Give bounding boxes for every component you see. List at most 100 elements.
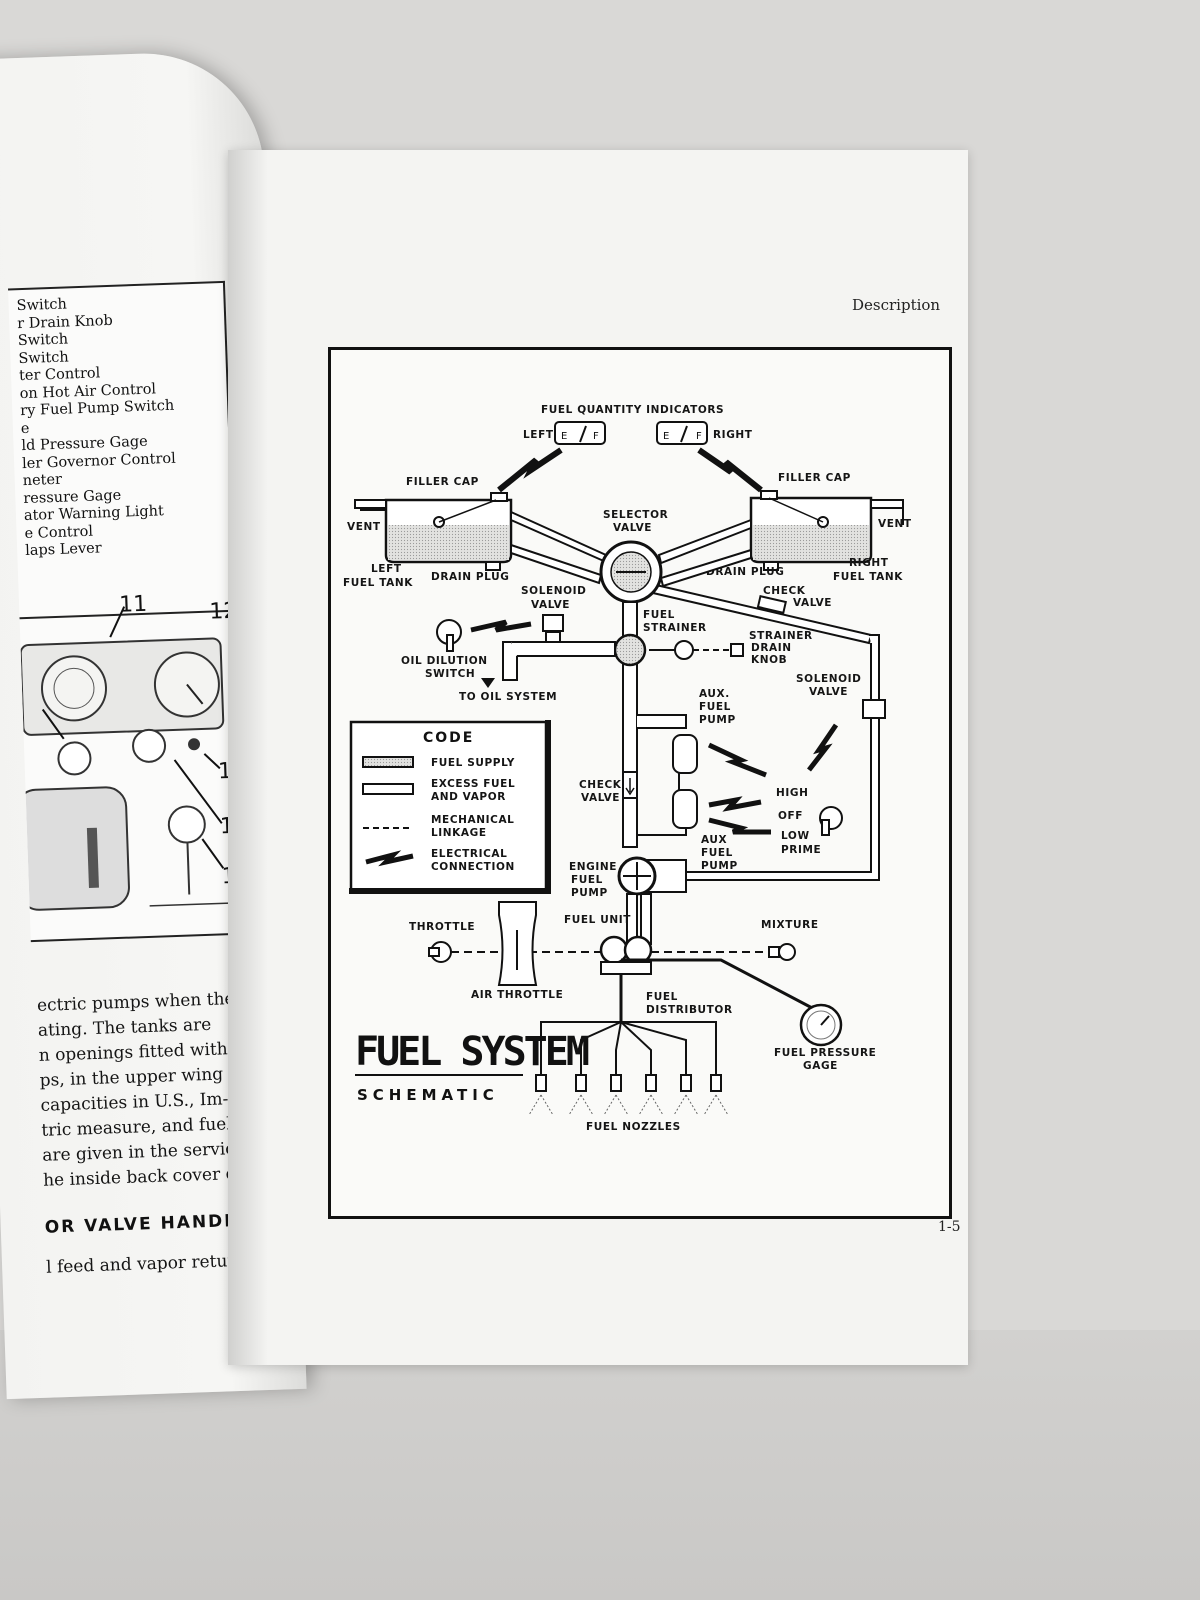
aux-fuel-pump-top-label: AUX.: [699, 688, 730, 700]
svg-text:CONNECTION: CONNECTION: [431, 861, 515, 873]
solenoid-valve-left-icon: [542, 614, 564, 632]
svg-text:E: E: [663, 431, 669, 442]
body-text-line: tric measure, and fuel: [41, 1114, 233, 1141]
electrical-connection-icon: [697, 447, 763, 493]
body-text-line: are given in the servic-: [41, 1138, 241, 1166]
svg-text:F: F: [593, 431, 599, 442]
body-text-line: ating. The tanks are: [37, 1014, 212, 1041]
figure-subtitle: SCHEMATIC: [357, 1086, 499, 1104]
svg-text:PUMP: PUMP: [701, 860, 738, 872]
svg-text:FUEL: FUEL: [571, 874, 603, 886]
switch-prime-label: PRIME: [781, 844, 821, 856]
switch-off-label: OFF: [778, 810, 803, 822]
page-gutter-shadow: [228, 150, 268, 1365]
fuel-pressure-gage-icon: [799, 1003, 843, 1047]
svg-text:GAGE: GAGE: [803, 1060, 838, 1072]
svg-text:LINKAGE: LINKAGE: [431, 827, 487, 839]
legend-item: ry Fuel Pump Switch: [20, 397, 175, 420]
selector-valve-label: SELECTOR: [603, 509, 668, 521]
trailing-body-line: l feed and vapor return: [45, 1250, 247, 1278]
instrument-panel-illustration: 11 12 13 14 15: [15, 583, 248, 940]
fuel-pressure-gage-label: FUEL PRESSURE: [774, 1047, 876, 1059]
svg-text:AND VAPOR: AND VAPOR: [431, 791, 506, 803]
to-oil-system-label: TO OIL SYSTEM: [459, 691, 557, 703]
svg-text:F: F: [696, 431, 702, 442]
svg-text:FUEL TANK: FUEL TANK: [343, 577, 413, 589]
mixture-label: MIXTURE: [761, 919, 819, 931]
svg-text:11: 11: [119, 592, 148, 618]
vent-left-label: VENT: [347, 521, 381, 533]
check-valve-icon: [756, 595, 787, 614]
svg-text:DISTRIBUTOR: DISTRIBUTOR: [646, 1004, 733, 1016]
legend-item: ler Governor Control: [21, 450, 176, 472]
svg-text:PUMP: PUMP: [571, 887, 608, 899]
legend-item: Switch: [18, 348, 69, 367]
legend-mechanical-linkage: MECHANICAL: [431, 814, 514, 826]
svg-text:VALVE: VALVE: [531, 599, 570, 611]
instrument-panel-icon: 11 12 13 14 15: [15, 592, 248, 911]
drain-plug-right-label: DRAIN PLUG: [706, 566, 784, 578]
electrical-connection-icon: [470, 619, 532, 633]
fuel-unit-label: FUEL UNIT: [564, 914, 631, 926]
left-label: LEFT: [523, 429, 554, 441]
filler-cap-right-label: FILLER CAP: [778, 472, 851, 484]
fuel-unit-icon: [599, 935, 653, 975]
fuel-nozzles-label: FUEL NOZZLES: [586, 1121, 681, 1133]
svg-text:FUEL TANK: FUEL TANK: [833, 571, 903, 583]
svg-text:VALVE: VALVE: [613, 522, 652, 534]
legend-item: Switch: [16, 296, 68, 315]
strainer-drain-knob-label: STRAINER: [749, 630, 813, 642]
aux-fuel-pump-bottom-label: AUX: [701, 834, 727, 846]
legend-item: neter: [22, 471, 63, 490]
strainer-drain-knob-icon: [730, 643, 744, 657]
legend-excess-fuel: EXCESS FUEL: [431, 778, 515, 790]
body-text-line: capacities in U.S., Im-: [40, 1089, 229, 1116]
fuel-system-schematic: FUEL QUANTITY INDICATORS LEFT E F E F RI…: [328, 347, 952, 1219]
engine-fuel-pump-icon: [617, 856, 687, 896]
switch-high-label: HIGH: [776, 787, 809, 799]
svg-text:VALVE: VALVE: [809, 686, 848, 698]
electrical-connection-icon: [497, 447, 563, 493]
legend-item: Switch: [17, 331, 69, 350]
body-text-line: he inside back cover of: [42, 1163, 243, 1191]
right-label: RIGHT: [713, 429, 753, 441]
svg-text:VALVE: VALVE: [793, 597, 832, 609]
legend-item: ressure Gage: [23, 487, 122, 507]
section-heading: OR VALVE HANDLE: [44, 1210, 251, 1238]
svg-text:STRAINER: STRAINER: [643, 622, 707, 634]
throttle-label: THROTTLE: [409, 921, 475, 933]
legend-item: e Control: [24, 523, 94, 542]
legend-item: ter Control: [18, 365, 101, 385]
fuel-nozzle-icon: [528, 1074, 729, 1116]
mixture-control-icon: [768, 943, 796, 961]
aux-fuel-pump-icon: [672, 734, 698, 774]
page-header: Description: [852, 296, 941, 314]
fuel-nozzles-group: [540, 1021, 717, 1075]
filler-cap-left-label: FILLER CAP: [406, 476, 479, 488]
switch-low-label: LOW: [781, 830, 810, 842]
fuel-distributor-label: FUEL: [646, 991, 678, 1003]
legend-item: r Drain Knob: [16, 312, 113, 332]
check-valve-top-label: CHECK: [763, 585, 806, 597]
left-fuel-tank: [384, 492, 513, 571]
svg-text:VALVE: VALVE: [581, 792, 620, 804]
left-tank-label: LEFT: [371, 563, 402, 575]
body-text-line: ectric pumps when they: [36, 988, 245, 1016]
svg-text:E: E: [561, 431, 567, 442]
fuel-strainer-icon: [613, 633, 647, 667]
code-legend-title: CODE: [423, 730, 474, 746]
solenoid-right-label: SOLENOID: [796, 673, 862, 685]
oil-dilution-switch-icon: [436, 619, 462, 652]
air-throttle-label: AIR THROTTLE: [471, 989, 563, 1001]
code-legend: CODE FUEL SUPPLY EXCESS FUEL AND VAPOR M…: [349, 720, 551, 894]
air-throttle-icon: [497, 901, 538, 986]
oil-dilution-switch-label: OIL DILUTION: [401, 655, 488, 667]
body-text-line: ps, in the upper wing: [39, 1064, 224, 1091]
engine-fuel-pump-label: ENGINE: [569, 861, 617, 873]
page-number: 1-5: [938, 1219, 961, 1235]
aux-pump-switch-icon: [819, 806, 843, 836]
drain-plug-left-label: DRAIN PLUG: [431, 571, 509, 583]
